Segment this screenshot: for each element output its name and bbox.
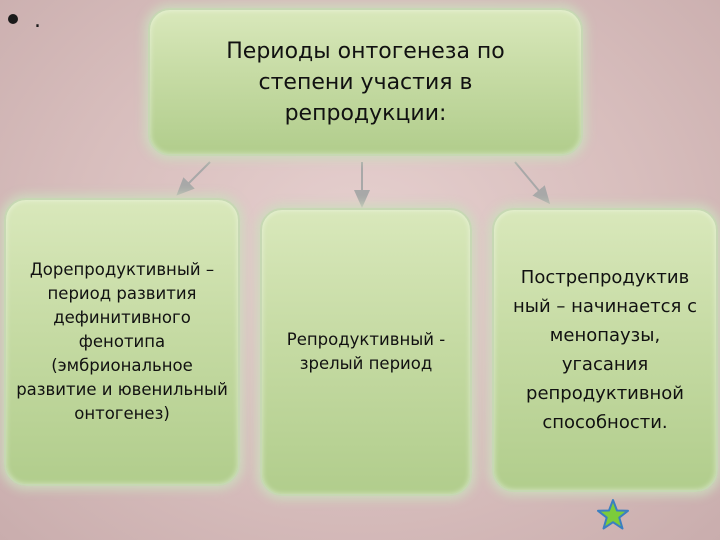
child-node-prereproductive: Дорепродуктивный – период развития дефин… xyxy=(4,198,240,486)
child-node-reproductive: Репродуктивный - зрелый период xyxy=(260,208,472,496)
root-node: Периоды онтогенеза по степени участия в … xyxy=(148,8,583,156)
child-node-postreproductive-text: Пострепродуктив ный – начинается с меноп… xyxy=(513,267,697,433)
child-node-postreproductive: Пострепродуктив ный – начинается с меноп… xyxy=(492,208,718,492)
bullet-dot-icon xyxy=(8,14,18,24)
root-node-text: Периоды онтогенеза по степени участия в … xyxy=(226,38,505,126)
bullet-line: . xyxy=(8,8,41,34)
bullet-text: . xyxy=(34,8,41,33)
child-node-reproductive-text: Репродуктивный - зрелый период xyxy=(286,330,446,373)
star-icon[interactable] xyxy=(596,498,630,532)
child-node-prereproductive-text: Дорепродуктивный – период развития дефин… xyxy=(16,260,228,423)
